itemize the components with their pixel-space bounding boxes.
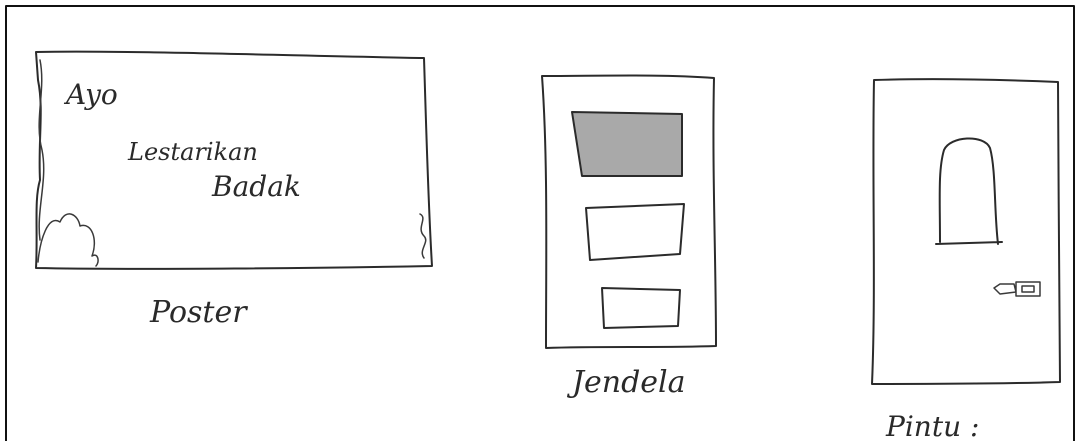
poster-text-line3: Badak	[211, 170, 301, 203]
door-window	[936, 138, 1002, 244]
poster-foliage-scribble	[38, 214, 98, 266]
poster-text-line2: Lestarikan	[127, 138, 258, 166]
door-sketch: Pintu :	[872, 79, 1060, 441]
window-sketch: Jendela	[542, 76, 716, 401]
window-pane-shaded	[572, 112, 682, 176]
door-caption: Pintu :	[885, 410, 979, 441]
window-pane-bottom	[602, 288, 680, 328]
poster-sketch: Ayo Lestarikan Badak Poster	[36, 52, 432, 330]
window-pane-middle	[586, 204, 684, 260]
poster-text-line1: Ayo	[63, 78, 118, 111]
window-caption: Jendela	[566, 365, 686, 400]
page-border	[6, 6, 1074, 441]
poster-corner-curl	[420, 214, 426, 258]
door-frame	[872, 79, 1060, 384]
door-handle	[994, 282, 1040, 296]
poster-caption: Poster	[149, 295, 248, 330]
